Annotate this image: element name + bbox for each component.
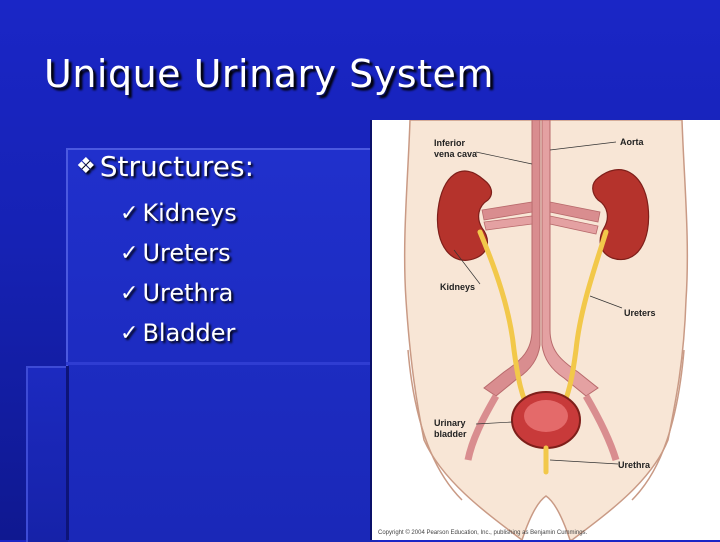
bullet-heading: ❖ Structures: [76, 150, 254, 183]
iliac-vessels-left [464, 394, 500, 461]
decorative-panel [66, 148, 378, 542]
leg-divide [521, 495, 571, 540]
renal-vessel-left-2 [483, 215, 533, 231]
label-urethra: Urethra [618, 460, 651, 470]
left-kidney [436, 170, 493, 261]
checkmark-icon: ✓ [120, 200, 139, 226]
label-inferior-vena-cava-2: vena cava [434, 149, 478, 159]
body-outline-left [407, 349, 463, 501]
urinary-system-illustration: Inferior vena cava Aorta Kidneys Ureters… [372, 120, 720, 540]
decorative-panel-left [26, 366, 68, 542]
anatomy-diagram: Inferior vena cava Aorta Kidneys Ureters… [378, 120, 689, 540]
left-ureter [477, 229, 533, 415]
decorative-divider [66, 362, 376, 365]
label-kidneys: Kidneys [440, 282, 475, 292]
renal-vessel-left [481, 201, 533, 221]
diamond-bullet-icon: ❖ [76, 154, 96, 179]
label-ureters: Ureters [624, 308, 656, 318]
leader-line-aorta [549, 141, 617, 151]
body-outline-right [631, 349, 685, 501]
list-item: ✓ Ureters [120, 233, 254, 273]
right-ureter [557, 229, 609, 415]
list-item-label: Ureters [142, 239, 231, 267]
renal-vessel-right [549, 201, 601, 223]
sub-bullet-list: ✓ Kidneys ✓ Ureters ✓ Urethra ✓ Bladder [120, 193, 254, 353]
decorative-divider-vertical [66, 366, 69, 540]
list-item: ✓ Kidneys [120, 193, 254, 233]
figure-copyright: Copyright © 2004 Pearson Education, Inc.… [378, 529, 588, 536]
leader-line-kidneys [453, 249, 481, 285]
renal-vessel-right-2 [549, 215, 599, 235]
bullet-list: ❖ Structures: ✓ Kidneys ✓ Ureters ✓ Uret… [76, 150, 254, 353]
bladder-interior [524, 400, 568, 432]
slide-title: Unique Urinary System [44, 52, 494, 96]
list-item: ✓ Urethra [120, 273, 254, 313]
list-item-label: Urethra [142, 279, 234, 307]
list-item-label: Bladder [142, 319, 236, 347]
label-urinary-bladder-1: Urinary [434, 418, 466, 428]
checkmark-icon: ✓ [120, 320, 139, 346]
checkmark-icon: ✓ [120, 280, 139, 306]
aorta [541, 120, 599, 397]
label-urinary-bladder-2: bladder [434, 429, 467, 439]
leader-line-vena-cava [475, 151, 533, 165]
iliac-vessels-right [582, 394, 620, 462]
list-item: ✓ Bladder [120, 313, 254, 353]
list-item-label: Kidneys [142, 199, 237, 227]
leader-line-urethra [549, 459, 619, 465]
leader-line-ureters [589, 295, 623, 309]
bullet-heading-text: Structures: [99, 150, 255, 183]
label-inferior-vena-cava-1: Inferior [434, 138, 466, 148]
leader-line-bladder [475, 421, 513, 425]
label-aorta: Aorta [620, 137, 644, 147]
checkmark-icon: ✓ [120, 240, 139, 266]
